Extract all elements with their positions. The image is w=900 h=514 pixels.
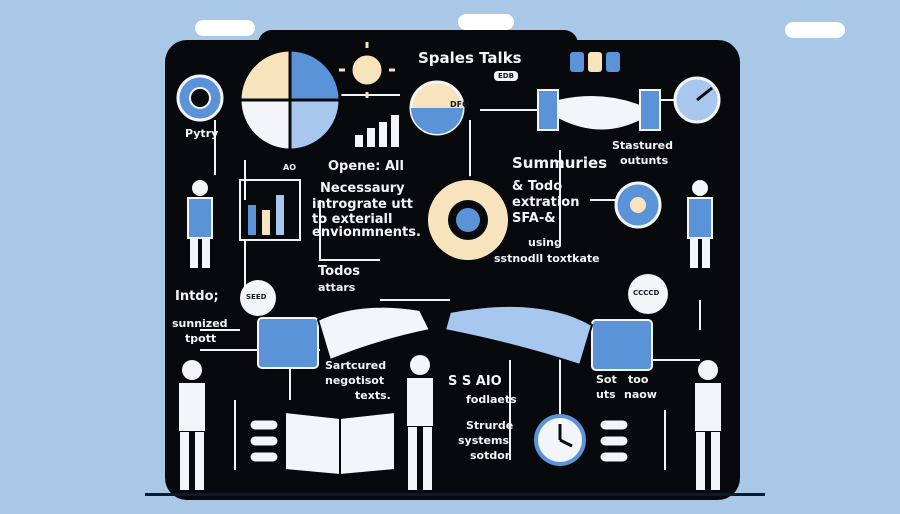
strurde-label: Strurde	[466, 419, 514, 432]
todos-label: Todos	[318, 264, 361, 279]
sfa-label: SFA-&	[512, 211, 556, 226]
dfo-label: DFO	[450, 100, 469, 109]
using-label: using	[528, 236, 562, 249]
clock-icon	[534, 414, 586, 466]
texts-label: texts.	[355, 389, 391, 402]
bar-chart-icon	[239, 179, 301, 241]
title-label: Spales Talks	[418, 49, 522, 67]
structured-label: Stastured	[612, 139, 673, 152]
too-label: too	[628, 373, 649, 386]
pie-chart-icon	[409, 80, 465, 136]
dial-icon	[673, 76, 721, 124]
environments-label: envionmnents.	[312, 225, 421, 240]
todo-label: & Todo	[512, 179, 563, 194]
person-icon	[693, 360, 723, 490]
outputs-label: outunts	[620, 154, 669, 167]
textkate-label: sstnodll toxtkate	[494, 252, 600, 265]
ao-label: AO	[283, 163, 296, 172]
target-icon	[176, 74, 224, 122]
person-icon	[177, 360, 207, 490]
cloud-right	[785, 22, 845, 38]
person-icon	[187, 180, 213, 268]
robot-hand-icon	[443, 304, 653, 371]
fodlaets-label: fodlaets	[466, 393, 517, 406]
negotisot-label: negotisot	[325, 374, 385, 387]
integrate-label: intrograte utt	[312, 197, 413, 212]
cloud-left	[195, 20, 255, 36]
sunnized-label: sunnized	[172, 317, 228, 330]
sot-label: Sot	[596, 373, 617, 386]
aio-label: S S AIO	[448, 374, 502, 389]
person-icon	[405, 355, 435, 490]
tag-right: CCCCD	[633, 289, 660, 297]
book-icon	[284, 410, 396, 477]
sartcured-label: Sartcured	[325, 359, 387, 372]
gear-icon	[614, 181, 662, 229]
opene-label: Opene: All	[328, 159, 404, 174]
person-icon	[687, 180, 713, 268]
summaries-label: Summuries	[512, 154, 608, 172]
ground-line	[145, 493, 765, 496]
attars-label: attars	[318, 281, 356, 294]
sun-icon	[339, 42, 395, 98]
extraction-label: extration	[512, 195, 580, 210]
systems-label: systems	[458, 434, 509, 447]
naow-label: naow	[624, 388, 657, 401]
gear-icon	[424, 176, 512, 264]
pytry-label: Pytry	[185, 127, 219, 140]
intdo-label: Intdo;	[175, 289, 219, 304]
cloud-mid	[458, 14, 514, 30]
people-group-icon	[570, 52, 620, 72]
robot-hand-icon	[257, 305, 432, 369]
tag-left: SEED	[246, 293, 267, 301]
handshake-icon	[537, 89, 661, 131]
tag-top: EDB	[494, 71, 518, 82]
necessary-label: Necessaury	[320, 181, 405, 196]
tpott-label: tpott	[185, 332, 217, 345]
external-label: to exteriall	[312, 212, 393, 227]
pie-chart-icon	[238, 48, 342, 152]
bar-chart-icon	[355, 115, 399, 147]
sotdor-label: sotdor	[470, 449, 511, 462]
uts-label: uts	[596, 388, 616, 401]
